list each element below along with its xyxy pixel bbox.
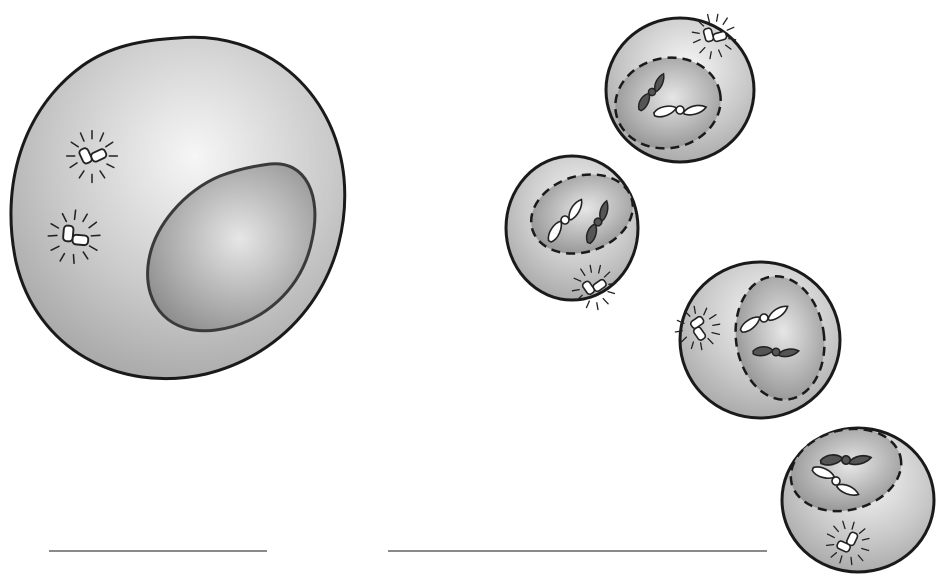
dividing-cell-d	[782, 418, 934, 575]
dividing-cell-a	[606, 11, 754, 162]
interphase-cell	[11, 37, 345, 378]
dividing-cell-c	[672, 262, 840, 418]
dividing-cell-b	[506, 156, 643, 313]
